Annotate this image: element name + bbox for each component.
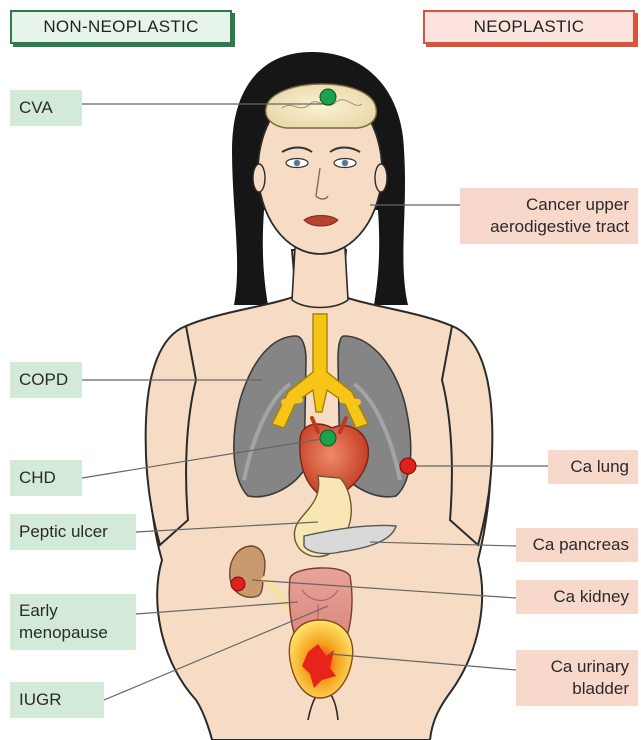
chd-marker bbox=[320, 430, 336, 446]
brain-icon bbox=[266, 84, 377, 128]
label-chd: CHD bbox=[10, 460, 82, 496]
kidney-cancer-marker bbox=[231, 577, 245, 591]
label-cancer-upper-aerodigestive: Cancer upper aerodigestive tract bbox=[460, 188, 638, 244]
label-ca-kidney: Ca kidney bbox=[516, 580, 638, 614]
label-ca-pancreas: Ca pancreas bbox=[516, 528, 638, 562]
non-neoplastic-header: NON-NEOPLASTIC bbox=[10, 10, 232, 44]
neoplastic-header: NEOPLASTIC bbox=[423, 10, 635, 44]
lung-cancer-marker bbox=[400, 458, 416, 474]
label-iugr: IUGR bbox=[10, 682, 104, 718]
label-ca-urinary-bladder: Ca urinary bladder bbox=[516, 650, 638, 706]
label-copd: COPD bbox=[10, 362, 82, 398]
label-cva: CVA bbox=[10, 90, 82, 126]
cva-marker bbox=[320, 89, 336, 105]
label-peptic-ulcer: Peptic ulcer bbox=[10, 514, 136, 550]
label-ca-lung: Ca lung bbox=[548, 450, 638, 484]
label-early-menopause: Early menopause bbox=[10, 594, 136, 650]
